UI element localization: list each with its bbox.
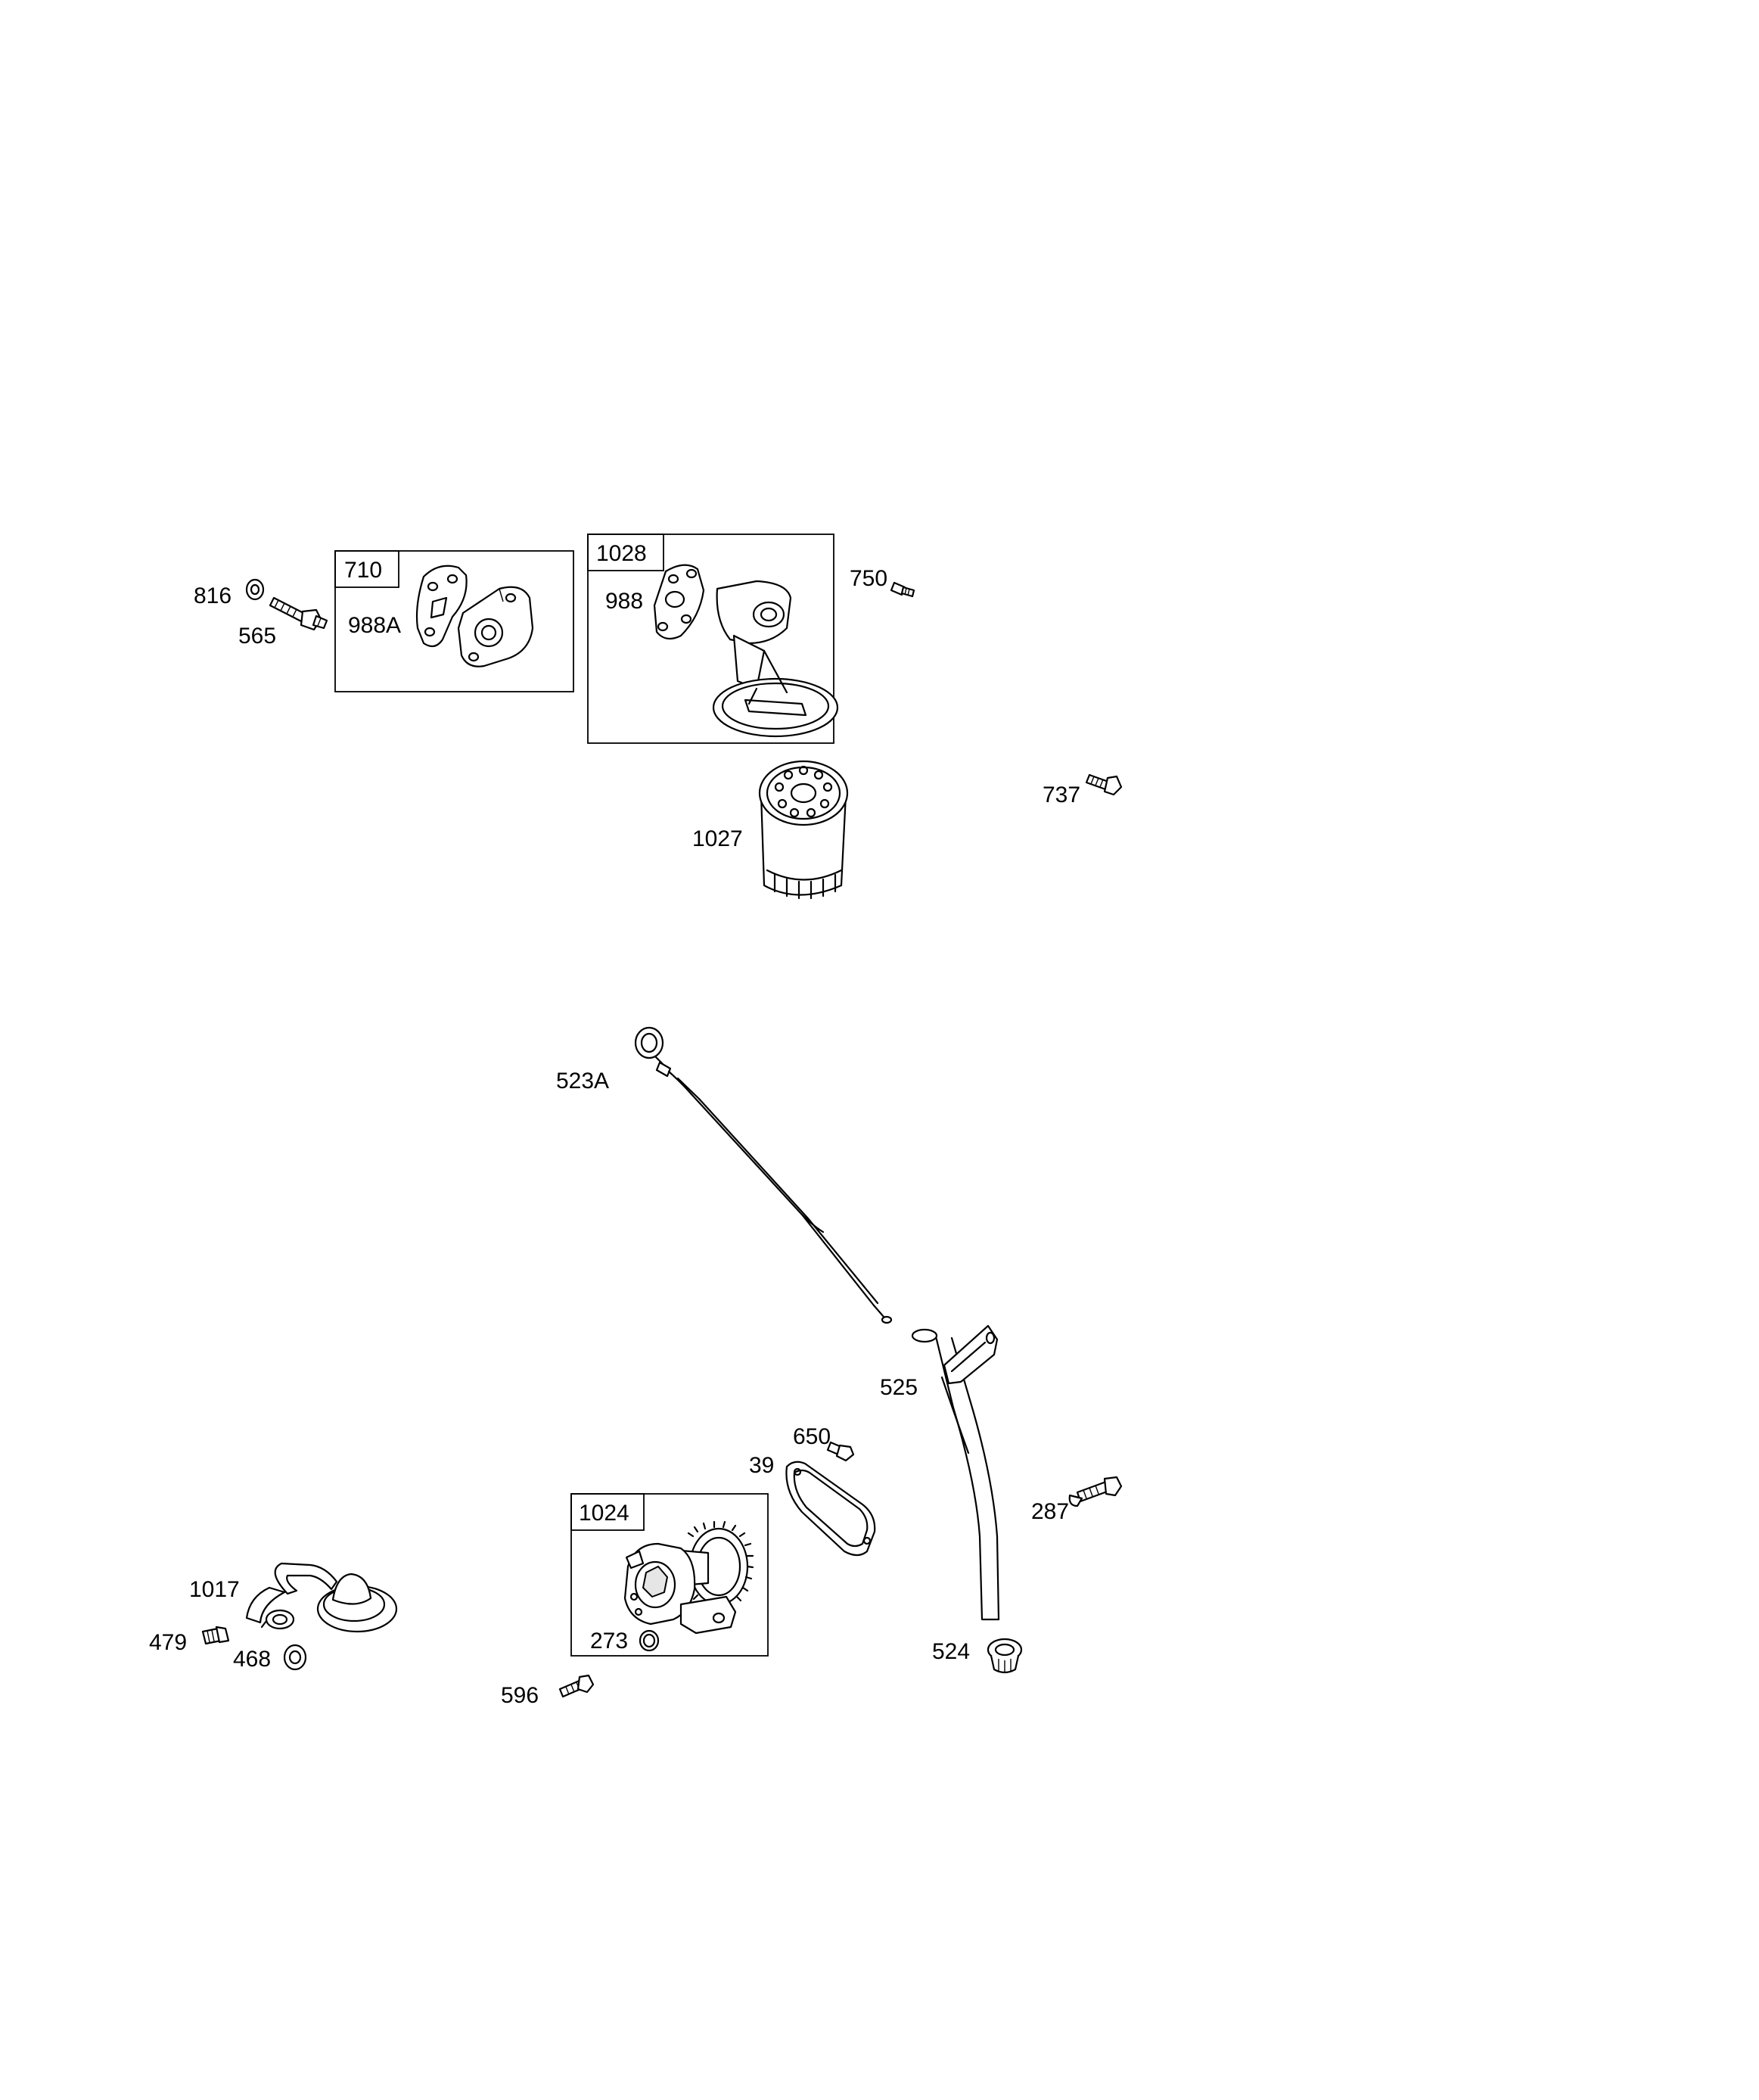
gasket-988A-icon — [415, 565, 468, 648]
callout-1028: 1028 — [596, 541, 647, 566]
callout-1027: 1027 — [692, 826, 743, 851]
callout-273: 273 — [590, 1629, 628, 1654]
gasket-39-icon — [785, 1461, 876, 1557]
callout-524: 524 — [932, 1639, 970, 1664]
oil-pickup-1017-icon — [245, 1562, 398, 1633]
screw-750-icon — [890, 581, 915, 598]
callout-596: 596 — [501, 1683, 539, 1708]
callout-1017: 1017 — [189, 1577, 240, 1602]
dipstick-tube-525-icon — [911, 1324, 1000, 1621]
kit-label-box-1024 — [570, 1493, 645, 1531]
oil-pump-1024-icon — [623, 1520, 754, 1635]
filter-housing-1028-icon — [712, 580, 839, 738]
bolt-596-icon — [558, 1674, 595, 1698]
washer-816-icon — [245, 578, 265, 601]
kit-box-710 — [334, 550, 574, 692]
gasket-988-icon — [653, 564, 705, 640]
callout-565: 565 — [238, 624, 276, 649]
o-ring-273-icon — [639, 1629, 660, 1652]
callout-710: 710 — [344, 558, 382, 583]
bolt-287-icon — [1068, 1476, 1123, 1507]
callout-1024: 1024 — [579, 1501, 629, 1526]
kit-box-1028 — [587, 534, 834, 744]
dipstick-523A-icon — [634, 1026, 893, 1324]
washer-468-icon — [283, 1644, 307, 1671]
callout-650: 650 — [793, 1424, 831, 1449]
callout-287: 287 — [1031, 1499, 1069, 1524]
fitting-479-icon — [201, 1626, 230, 1645]
callout-988A: 988A — [348, 613, 401, 638]
callout-816: 816 — [194, 583, 232, 608]
callout-479: 479 — [149, 1630, 187, 1655]
callout-523A: 523A — [556, 1069, 609, 1094]
bolt-737-icon — [1085, 773, 1123, 796]
filter-adapter-988A-icon — [457, 586, 534, 667]
callout-468: 468 — [233, 1647, 271, 1672]
stud-565-icon — [269, 596, 328, 631]
plug-524-icon — [987, 1638, 1023, 1674]
oil-filter-1027-icon — [758, 760, 849, 900]
callout-39: 39 — [749, 1453, 774, 1478]
screw-650-icon — [826, 1441, 855, 1462]
kit-label-box-1028 — [587, 534, 664, 571]
callout-525: 525 — [880, 1375, 918, 1400]
callout-988: 988 — [605, 589, 643, 614]
callout-750: 750 — [850, 566, 887, 591]
callout-737: 737 — [1043, 782, 1080, 807]
kit-box-1024 — [570, 1493, 769, 1657]
kit-label-box-710 — [334, 550, 399, 588]
